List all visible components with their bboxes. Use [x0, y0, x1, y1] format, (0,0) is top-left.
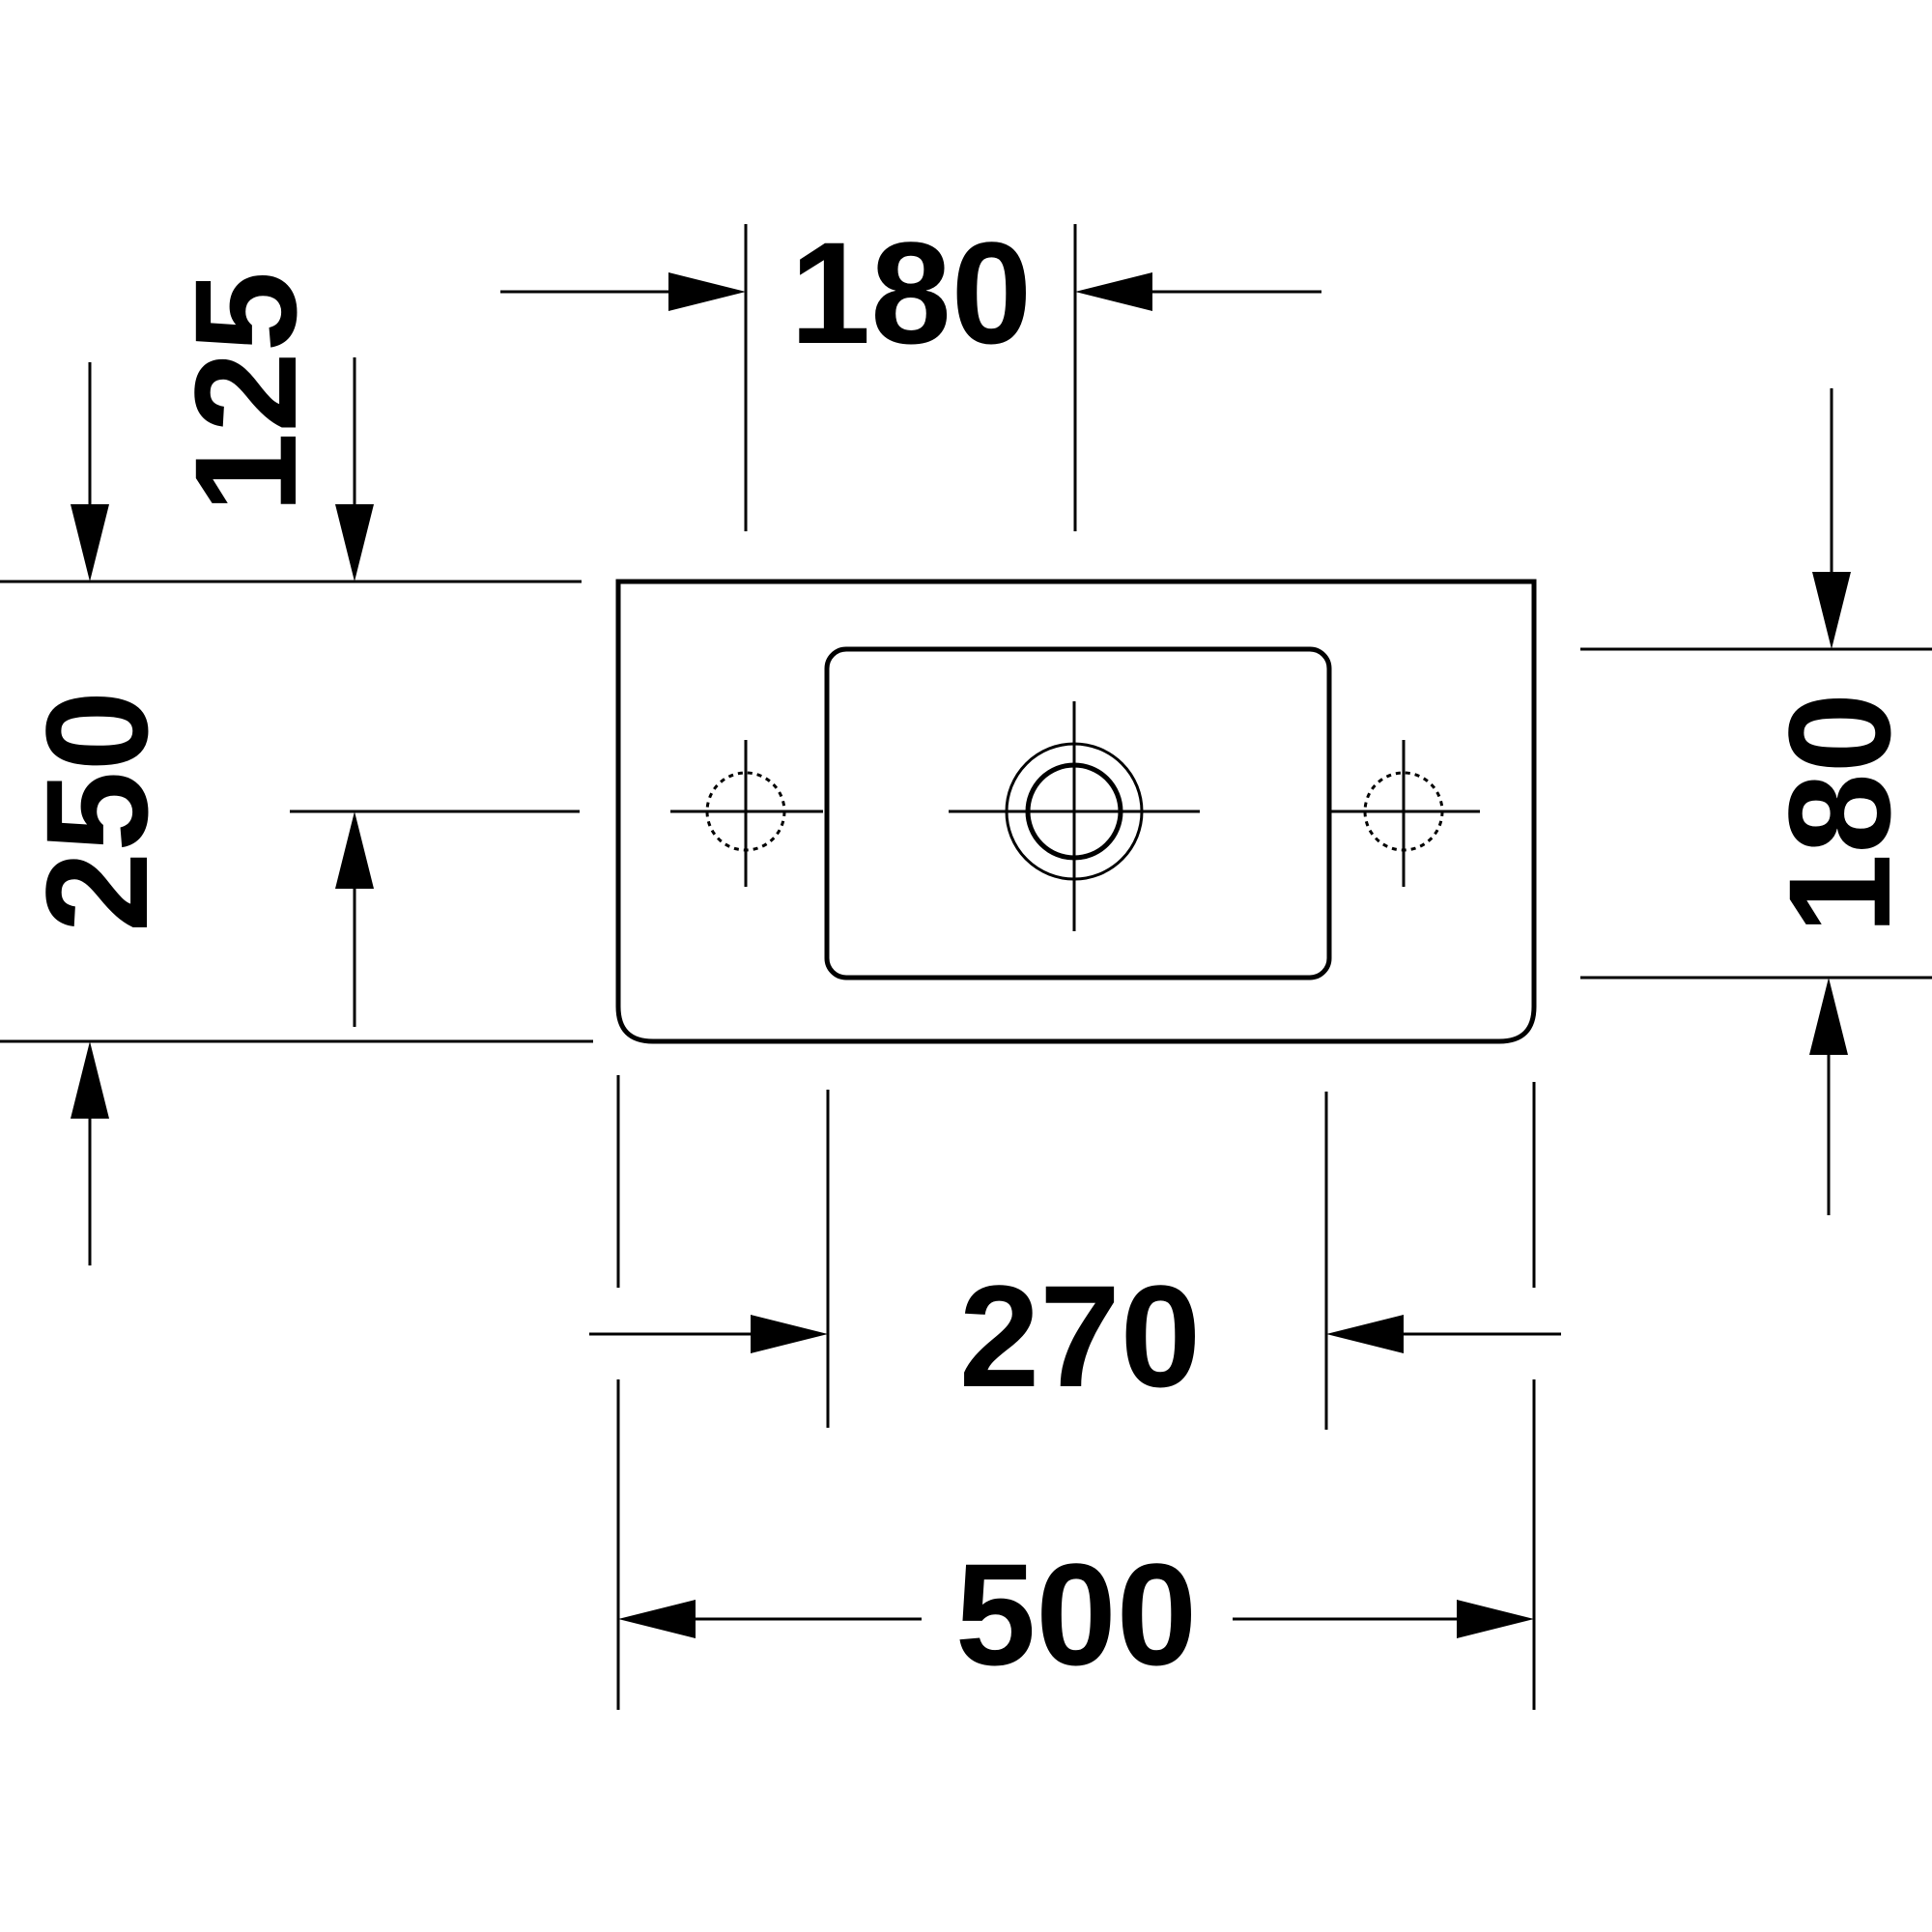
- dimension-label-bowl-depth: 180: [1758, 693, 1920, 934]
- arrowhead: [1457, 1600, 1534, 1638]
- arrowhead: [1326, 1315, 1404, 1353]
- dimension-overall-depth: 250: [15, 362, 178, 1265]
- arrowhead: [71, 1041, 109, 1119]
- extension-lines-left: [0, 580, 593, 1043]
- arrowhead: [335, 504, 374, 582]
- arrowhead: [71, 504, 109, 582]
- tap-hole-right: [1331, 740, 1480, 887]
- arrowhead: [1075, 272, 1152, 311]
- dimension-tap-spacing: 180: [500, 212, 1321, 531]
- dimension-label-overall-depth: 250: [15, 691, 178, 932]
- arrowhead: [1812, 572, 1851, 649]
- dimension-overall-width: 500: [616, 1379, 1536, 1710]
- arrowhead: [335, 811, 374, 889]
- dimension-bowl-width: 270: [589, 1075, 1561, 1430]
- arrowhead: [1809, 978, 1848, 1055]
- dimension-label-overall-width: 500: [955, 1533, 1197, 1695]
- basin-outline: [615, 579, 1537, 1044]
- arrowhead: [668, 272, 746, 311]
- dimension-label-bowl-width: 270: [959, 1255, 1201, 1417]
- dimension-bowl-depth: 180: [1580, 388, 1932, 1215]
- dimension-label-tap-offset: 125: [164, 271, 327, 513]
- dimension-label-tap-spacing: 180: [790, 212, 1032, 374]
- tap-hole-left: [670, 740, 823, 887]
- bowl-outline: [824, 646, 1332, 980]
- arrowhead: [751, 1315, 828, 1353]
- arrowhead: [618, 1600, 696, 1638]
- dimension-tap-offset: 125: [164, 271, 374, 1027]
- drain-symbol: [949, 701, 1200, 931]
